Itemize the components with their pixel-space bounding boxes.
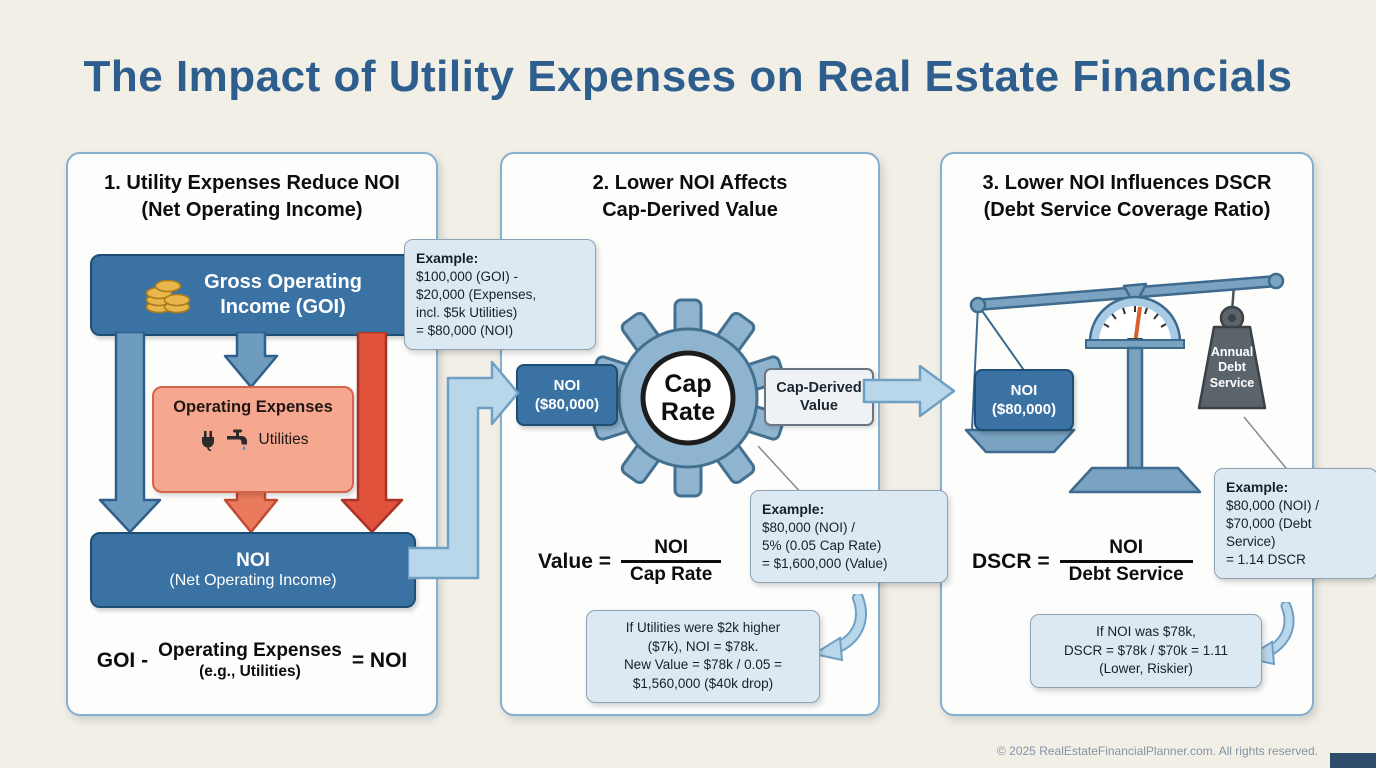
operating-expenses-title: Operating Expenses: [173, 398, 333, 416]
example2-title: Example:: [762, 501, 825, 517]
example3-body: $80,000 (NOI) / $70,000 (Debt Service) =…: [1226, 497, 1320, 567]
value-formula-denominator: Cap Rate: [629, 564, 713, 585]
example1-body: $100,000 (GOI) - $20,000 (Expenses, incl…: [416, 268, 537, 338]
copyright-footer: © 2025 RealEstateFinancialPlanner.com. A…: [996, 744, 1318, 758]
panel-cap-value: 2. Lower NOI Affects Cap-Derived Value C…: [500, 152, 948, 716]
page-title: The Impact of Utility Expenses on Real E…: [83, 52, 1293, 101]
formula-result: = NOI: [351, 648, 408, 672]
dscr-formula-numerator: NOI: [1109, 537, 1144, 558]
example-to-note-curved-arrow-icon: [811, 594, 867, 662]
value-formula: Value = NOI Cap Rate: [538, 536, 722, 587]
value-formula-fraction: NOI Cap Rate: [620, 536, 722, 587]
panel3-heading: 3. Lower NOI Influences DSCR (Debt Servi…: [982, 172, 1272, 221]
value-formula-numerator: NOI: [654, 537, 689, 558]
panel-dscr: 3. Lower NOI Influences DSCR (Debt Servi…: [940, 152, 1376, 716]
value-formula-lhs: Value =: [538, 549, 611, 573]
balance-scale-icon: [964, 272, 1285, 494]
water-drop-icon: [242, 446, 245, 450]
gear-to-example-line: [757, 445, 805, 497]
value-to-panel3-connector-arrow-icon: [862, 364, 956, 418]
goi-label: Gross Operating Income (GOI): [204, 271, 362, 318]
goi-to-expenses-arrow-icon: [223, 332, 279, 389]
dscr-impact-note: If NOI was $78k, DSCR = $78k / $70k = 1.…: [1030, 614, 1262, 688]
gauge-needle-icon: [1133, 306, 1142, 345]
noi-box: NOI (Net Operating Income): [90, 532, 416, 608]
example-callout-dscr: Example: $80,000 (NOI) / $70,000 (Debt S…: [1214, 468, 1376, 580]
faucet-icon: [226, 429, 247, 450]
panel-utility-expenses: 1. Utility Expenses Reduce NOI (Net Oper…: [66, 152, 438, 716]
example2-body: $80,000 (NOI) / 5% (0.05 Cap Rate) = $1,…: [762, 519, 888, 571]
cap-rate-label: Cap Rate: [660, 370, 716, 426]
example3-title: Example:: [1226, 479, 1289, 495]
formula-expenses: Operating Expenses: [158, 640, 342, 661]
goi-box: Gross Operating Income (GOI): [90, 254, 416, 336]
panel1-heading: 1. Utility Expenses Reduce NOI (Net Oper…: [104, 172, 400, 221]
panel2-heading: 2. Lower NOI Affects Cap-Derived Value: [592, 172, 788, 221]
noi-title: NOI: [236, 549, 270, 571]
operating-expenses-box: Operating Expenses Utilities: [152, 386, 354, 493]
example-callout-goi: Example: $100,000 (GOI) - $20,000 (Expen…: [404, 239, 596, 351]
weight-to-example-line: [1243, 416, 1291, 474]
noi-pan-box: NOI ($80,000): [974, 369, 1074, 431]
dscr-formula: DSCR = NOI Debt Service: [972, 536, 1193, 587]
noi-to-panel2-connector-arrow-icon: [408, 360, 520, 580]
noi-formula: GOI - Operating Expenses (e.g., Utilitie…: [68, 640, 436, 681]
goi-to-noi-right-arrow-icon: [340, 332, 404, 534]
dscr-formula-lhs: DSCR =: [972, 549, 1050, 573]
coins-icon: [145, 279, 191, 314]
example1-title: Example:: [416, 250, 479, 266]
formula-goi: GOI -: [96, 648, 149, 672]
dscr-formula-denominator: Debt Service: [1068, 564, 1184, 585]
noi-subtitle: (Net Operating Income): [169, 572, 337, 590]
cap-derived-value-box: Cap-Derived Value: [764, 368, 874, 426]
annual-debt-service-label: Annual Debt Service: [1209, 344, 1255, 390]
dscr-formula-fraction: NOI Debt Service: [1059, 536, 1193, 587]
noi-amount-box: NOI ($80,000): [516, 364, 618, 426]
plug-icon: [201, 430, 214, 451]
utilities-label: Utilities: [258, 431, 309, 448]
debt-weight-icon: [1197, 325, 1267, 410]
corner-accent-bar: [1330, 753, 1376, 768]
utilities-impact-note: If Utilities were $2k higher ($7k), NOI …: [586, 610, 820, 703]
goi-to-noi-left-arrow-icon: [98, 332, 162, 534]
formula-expenses-sub: (e.g., Utilities): [199, 662, 301, 680]
example-callout-value: Example: $80,000 (NOI) / 5% (0.05 Cap Ra…: [750, 490, 948, 583]
